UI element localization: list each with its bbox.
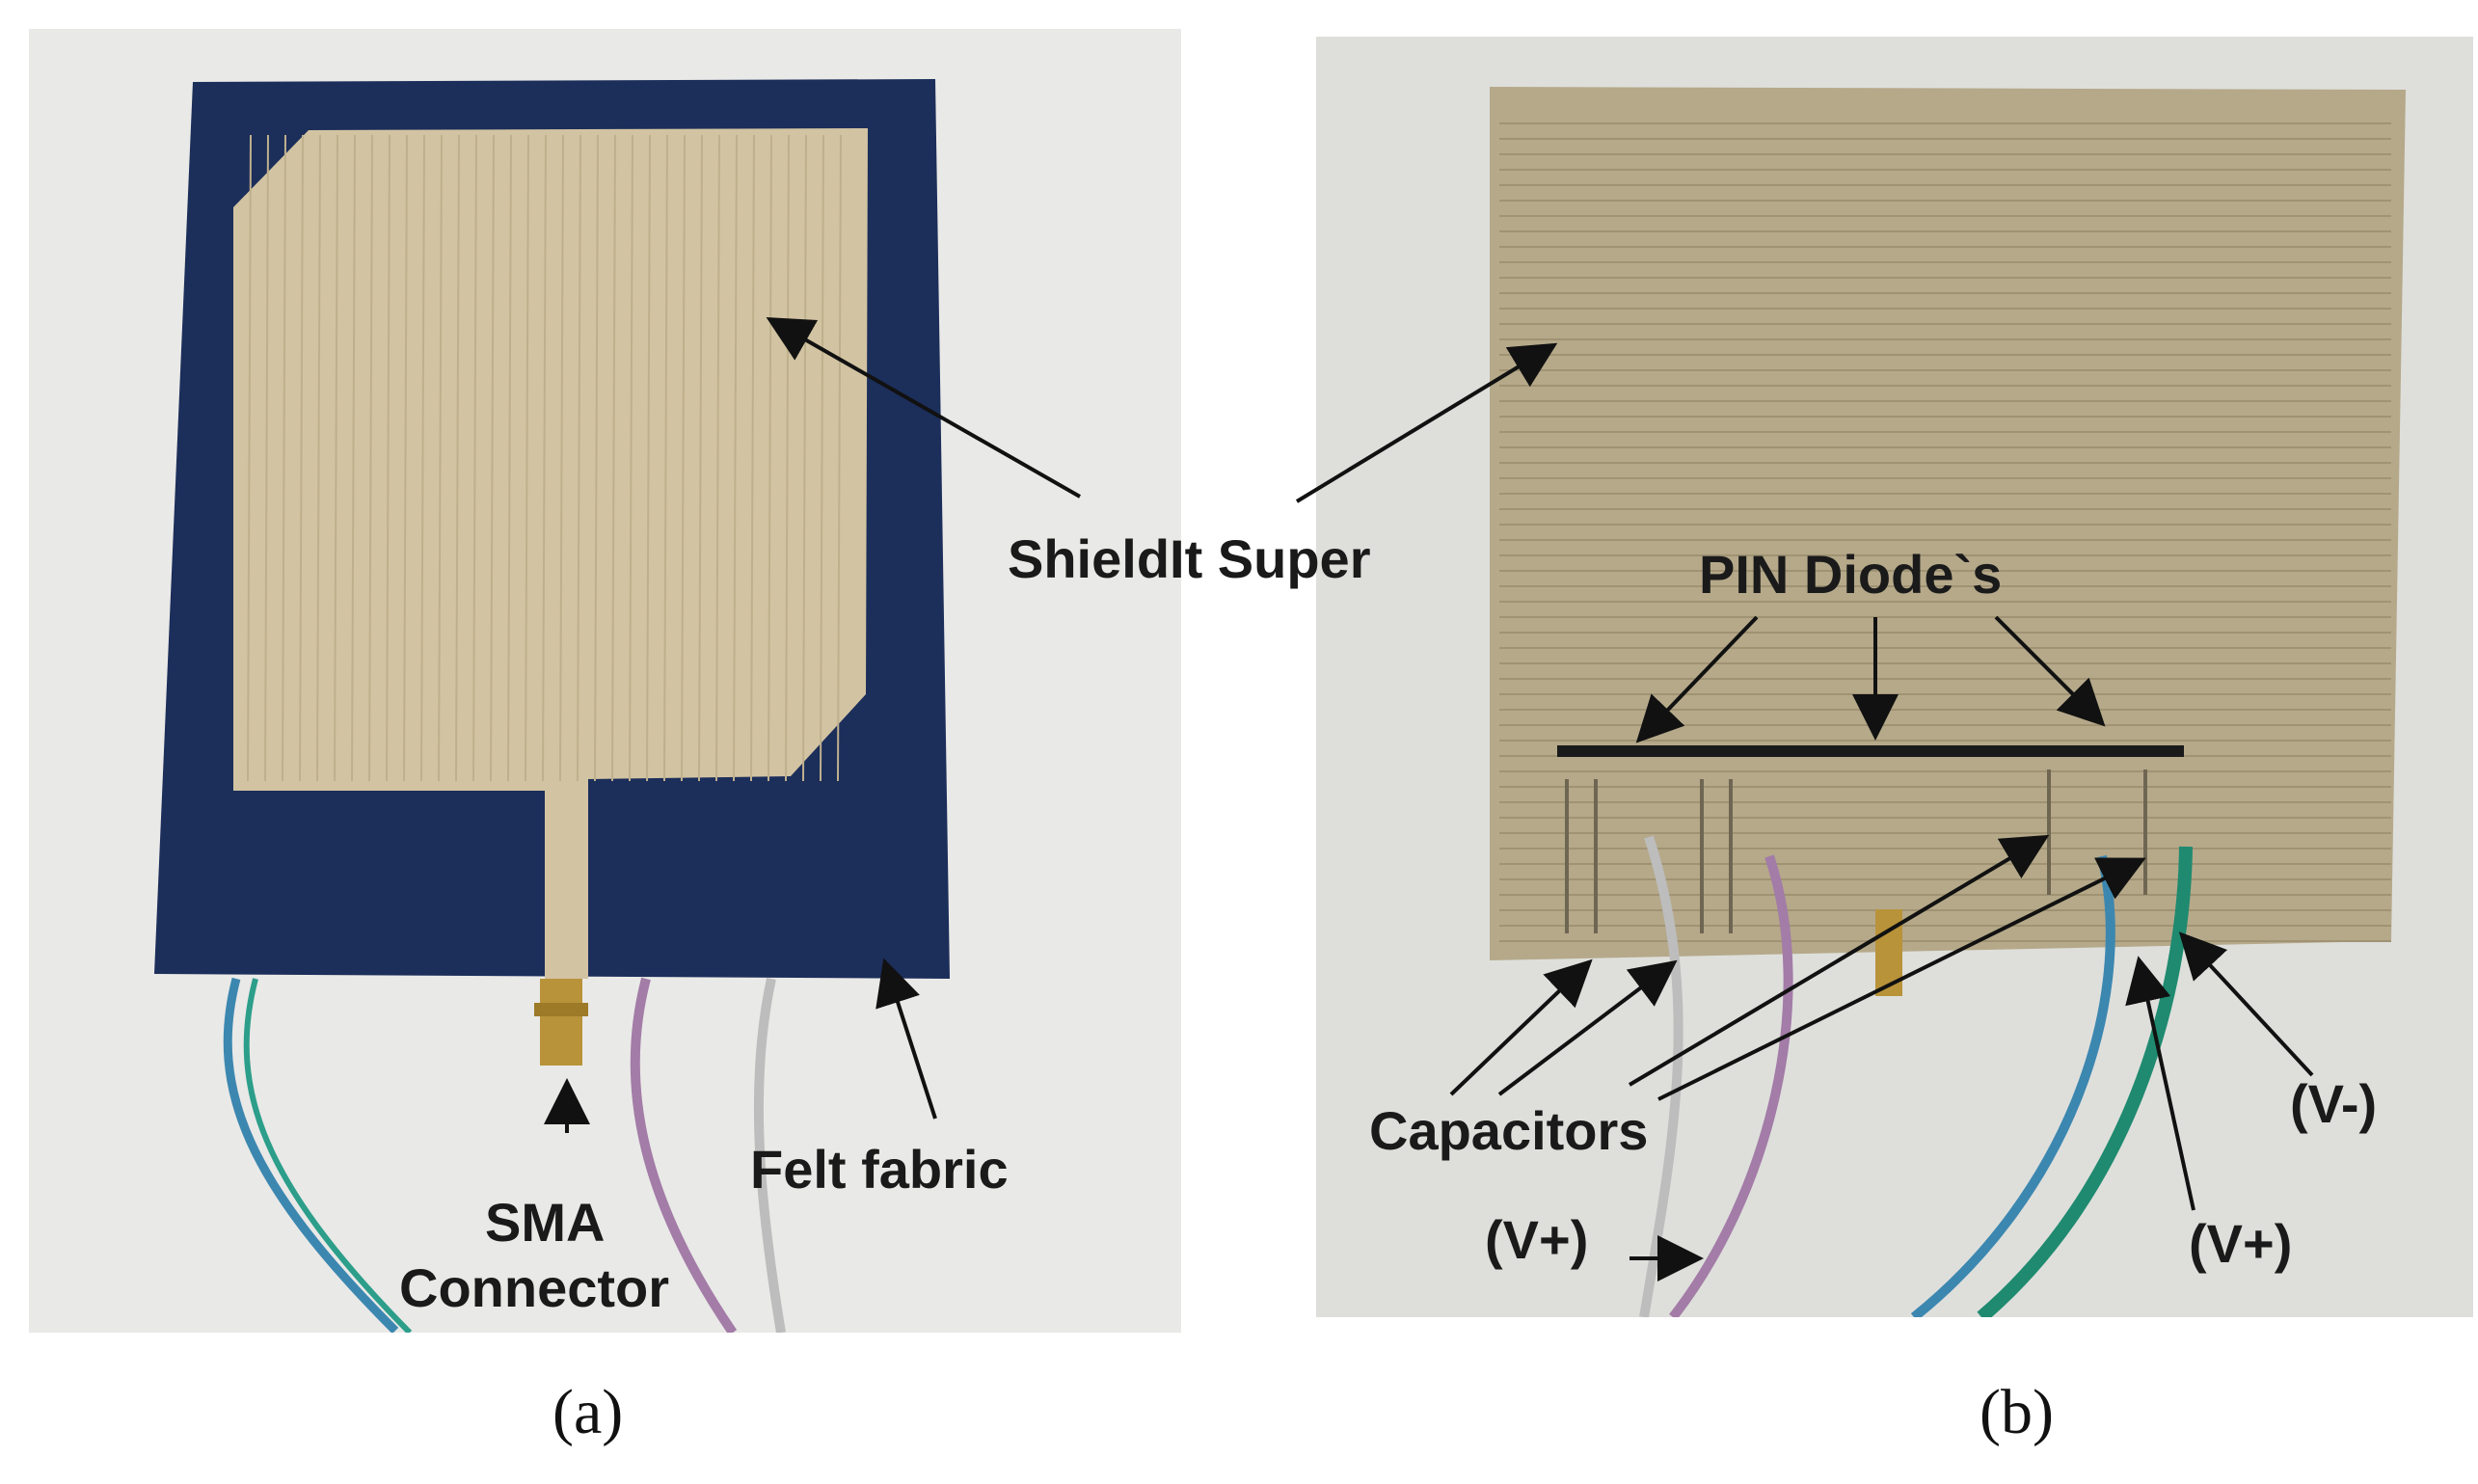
label-sma: SMA: [485, 1192, 606, 1253]
label-felt-fabric: Felt fabric: [750, 1139, 1009, 1200]
photo-panel-a: [29, 29, 1181, 1333]
arrow-cap-1: [1449, 958, 1593, 1096]
wire-green: [1977, 846, 2193, 1317]
conductive-patch: [233, 128, 868, 979]
label-vplus-right: (V+): [2189, 1213, 2293, 1274]
wire-green: [243, 978, 413, 1333]
arrow-diode-right: [1994, 615, 2106, 727]
sma-connector: [540, 979, 582, 1066]
wire-blue: [223, 977, 399, 1333]
label-vminus: (V-): [2290, 1073, 2378, 1134]
photo-panel-b: [1316, 37, 2473, 1317]
label-shieldit-super: ShieldIt Super: [1008, 528, 1371, 589]
arrow-shieldit-b: [1295, 342, 1558, 503]
wire-purple: [630, 977, 738, 1333]
label-vplus-left: (V+): [1485, 1209, 1589, 1270]
caption-b: (b): [1980, 1377, 2054, 1447]
wire-gray: [1639, 835, 1683, 1317]
pin-diode-bar: [1557, 745, 2184, 757]
arrow-cap-2: [1497, 959, 1678, 1096]
arrow-cap-4: [1657, 857, 2146, 1101]
wire-purple: [1669, 854, 1793, 1317]
label-capacitors: Capacitors: [1369, 1100, 1649, 1161]
arrow-diode-left: [1635, 615, 1759, 743]
antenna-photo-a: [154, 79, 950, 1333]
arrow-vminus: [2178, 931, 2314, 1077]
wire-blue: [1910, 854, 2115, 1317]
sma-nut: [534, 1003, 588, 1016]
label-pin-diodes: PIN Diode`s: [1699, 544, 2003, 605]
arrow-cap-3: [1628, 834, 2050, 1087]
arrow-felt: [875, 958, 937, 1120]
arrow-vplus-right: [2125, 956, 2195, 1211]
caption-a: (a): [552, 1377, 624, 1447]
fabric-stripes: [247, 134, 842, 782]
arrow-shieldit-a: [766, 317, 1081, 499]
label-connector: Connector: [399, 1257, 669, 1318]
wire-gray: [753, 977, 786, 1333]
